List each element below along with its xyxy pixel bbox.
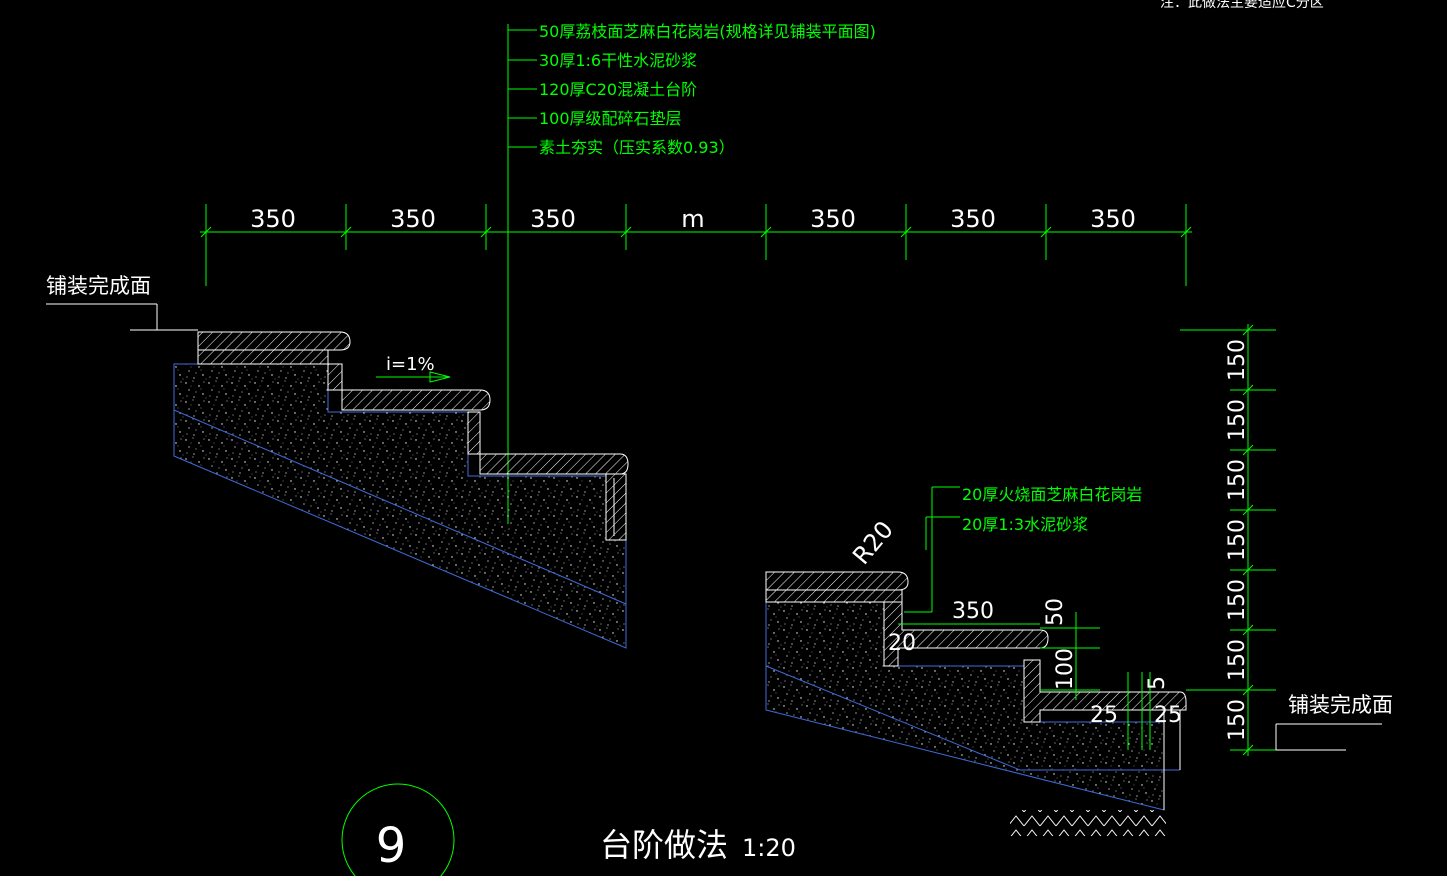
radius-label: R20 — [847, 516, 899, 570]
finish-surface-label-left: 铺装完成面 — [46, 274, 151, 298]
right-dim-4: 150 — [1225, 519, 1250, 561]
left-stone-3 — [467, 411, 629, 475]
right-mortar-1 — [765, 589, 903, 603]
title-number-circle — [341, 783, 455, 876]
layer-label-3: 120厚C20混凝土台阶 — [539, 80, 697, 99]
top-dim-2: 350 — [390, 205, 436, 233]
left-stair-section — [173, 331, 629, 649]
detail-dim-5: 5 — [1145, 676, 1170, 690]
top-dim-1: 350 — [250, 205, 296, 233]
left-stone-1 — [197, 331, 351, 351]
detail-dim-25-left: 25 — [1090, 703, 1118, 728]
top-dim-4: m — [681, 205, 704, 233]
top-dim-7: 350 — [1090, 205, 1136, 233]
layer-label-2: 30厚1:6干性水泥砂浆 — [539, 51, 697, 70]
right-dim-7: 150 — [1225, 699, 1250, 741]
right-dim-1: 150 — [1225, 339, 1250, 381]
detail-dim-50: 50 — [1043, 598, 1068, 626]
right-soil-base — [1010, 810, 1166, 836]
detail-dim-100: 100 — [1053, 648, 1078, 690]
right-stone-1 — [765, 571, 909, 591]
detail-dimension-lines — [898, 612, 1151, 750]
title-number: 9 — [376, 818, 407, 874]
left-gravel-boundary — [173, 409, 627, 605]
right-dimension — [1180, 324, 1276, 756]
right-dim-3: 150 — [1225, 459, 1250, 501]
right-stone-3 — [1023, 659, 1187, 723]
drawing-title: 台阶做法 — [600, 826, 728, 864]
finish-surface-leader-right — [1275, 723, 1382, 751]
drawing-scale: 1:20 — [742, 834, 796, 862]
right-dim-2: 150 — [1225, 399, 1250, 441]
layer-label-1: 50厚荔枝面芝麻白花岗岩(规格详见铺装平面图) — [539, 22, 876, 41]
slope-label: i=1% — [386, 354, 435, 375]
detail-dim-20: 20 — [888, 631, 916, 656]
left-riser-stone — [605, 473, 627, 541]
right-dim-5: 150 — [1225, 579, 1250, 621]
right-layer-leader — [904, 486, 960, 613]
right-gravel-boundary — [765, 665, 1021, 771]
layer-leader — [507, 24, 537, 524]
left-mortar-1 — [197, 349, 329, 365]
left-stone-2 — [327, 363, 491, 411]
detail-dim-350: 350 — [952, 599, 994, 624]
right-stair-section — [765, 571, 1187, 836]
layer-label-5: 素土夯实（压实系数0.93） — [539, 138, 735, 157]
right-layer-label-1: 20厚火烧面芝麻白花岗岩 — [962, 485, 1142, 504]
layer-label-4: 100厚级配碎石垫层 — [539, 109, 682, 128]
top-dimension — [200, 204, 1192, 286]
top-dim-3: 350 — [530, 205, 576, 233]
right-dim-6: 150 — [1225, 639, 1250, 681]
finish-surface-label-right: 铺装完成面 — [1288, 693, 1393, 717]
top-dim-5: 350 — [810, 205, 856, 233]
detail-dim-25-right: 25 — [1154, 703, 1182, 728]
slope-arrow — [376, 371, 451, 383]
top-dim-6: 350 — [950, 205, 996, 233]
top-note: 注：此做法主要适应C分区 — [1160, 0, 1324, 11]
right-layer-label-2: 20厚1:3水泥砂浆 — [962, 515, 1088, 534]
finish-surface-leader-left — [46, 303, 198, 331]
